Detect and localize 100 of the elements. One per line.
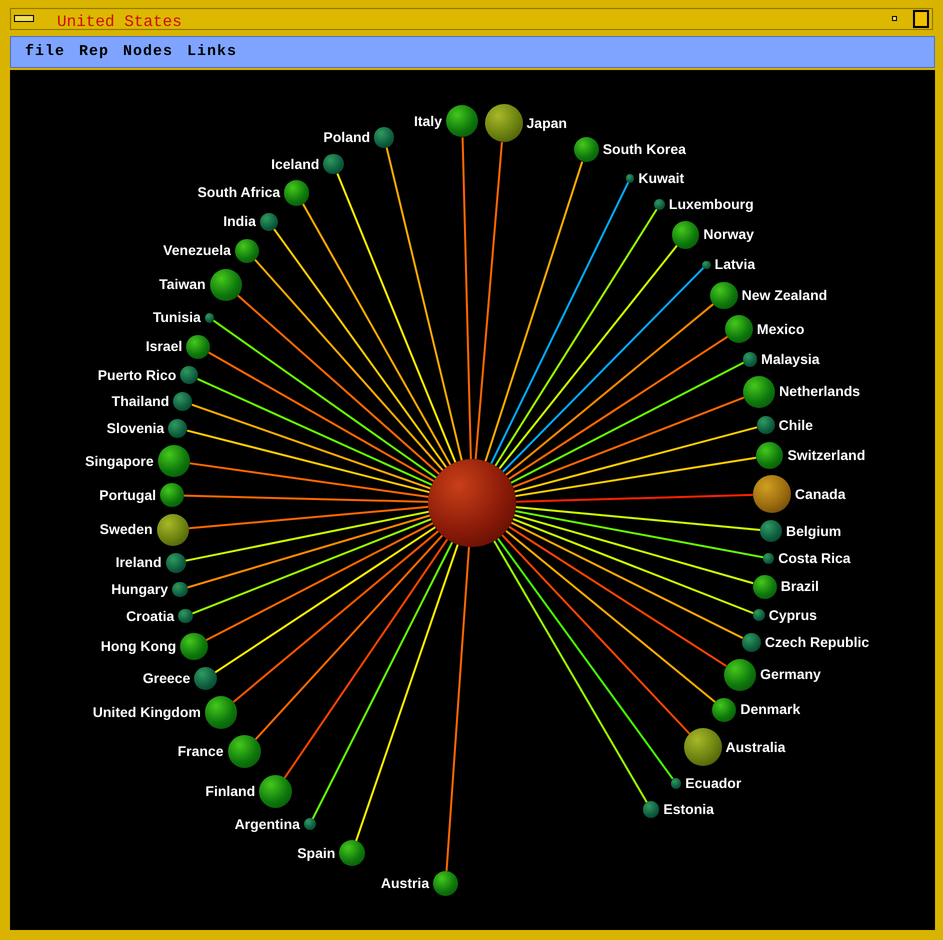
country-label: United Kingdom — [92, 704, 201, 721]
menu-item: Rep — [79, 42, 110, 62]
link-line — [355, 544, 459, 842]
link-line — [512, 396, 744, 488]
country-label: Argentina — [234, 816, 300, 833]
country-label: France — [178, 743, 224, 760]
link-line — [497, 538, 674, 780]
country-label: Hungary — [111, 581, 168, 598]
country-label: Venezuela — [163, 242, 231, 260]
country-label: Poland — [323, 129, 370, 146]
link-line — [508, 336, 728, 480]
link-line — [516, 506, 761, 532]
country-label: Croatia — [126, 608, 174, 625]
link-line — [186, 430, 430, 494]
link-line — [490, 182, 630, 464]
country-label: Australia — [726, 738, 786, 756]
country-label: Brazil — [780, 578, 819, 596]
country-label: Puerto Rico — [98, 366, 176, 384]
link-line — [214, 526, 436, 674]
country-label: Ecuador — [685, 774, 742, 792]
country-label: Iceland — [271, 156, 320, 173]
link-line — [192, 518, 432, 615]
country-label: Taiwan — [159, 276, 206, 294]
link-line — [187, 514, 430, 588]
menu-item: Nodes — [123, 42, 174, 62]
link-line — [498, 244, 678, 470]
country-label: Mexico — [756, 320, 804, 338]
link-line — [493, 540, 648, 803]
country-label: Sweden — [100, 521, 153, 538]
country-label: Costa Rica — [778, 550, 851, 567]
link-line — [254, 534, 444, 740]
country-label: Latvia — [714, 256, 756, 274]
link-line — [484, 161, 584, 462]
link-line — [494, 208, 658, 466]
link-line — [302, 203, 452, 466]
country-label: Germany — [760, 666, 821, 684]
link-line — [237, 294, 440, 475]
country-label: Canada — [794, 486, 846, 503]
country-label: Denmark — [740, 701, 800, 718]
link-line — [185, 510, 430, 562]
link-line — [254, 258, 444, 471]
link-line — [505, 530, 716, 703]
country-label: Netherlands — [779, 383, 860, 400]
link-line — [508, 526, 727, 667]
link-line — [510, 522, 744, 639]
link-line — [446, 546, 470, 872]
country-label: Tunisia — [152, 309, 201, 326]
country-label: Belgium — [786, 522, 842, 540]
country-label: Austria — [380, 875, 430, 892]
menu-item: file — [25, 42, 66, 62]
country-label: Finland — [205, 782, 256, 800]
link-line — [386, 147, 463, 460]
link-line — [502, 267, 704, 472]
link-line — [208, 352, 434, 482]
country-label: Hong Kong — [100, 638, 176, 655]
country-label: Malaysia — [761, 350, 820, 368]
country-label: Spain — [297, 844, 336, 862]
link-line — [516, 494, 753, 503]
country-label: New Zealand — [742, 286, 828, 304]
link-line — [184, 494, 428, 503]
link-line — [512, 518, 754, 614]
country-label: Japan — [526, 114, 567, 132]
link-line — [232, 530, 439, 703]
link-line — [336, 173, 456, 463]
country-label: Cyprus — [768, 606, 817, 624]
country-label: Thailand — [112, 392, 170, 410]
country-label: Kuwait — [638, 170, 684, 187]
country-label: Singapore — [85, 452, 154, 470]
link-line — [284, 538, 448, 779]
country-label: Greece — [142, 670, 190, 688]
country-label: Italy — [414, 112, 442, 130]
link-line — [462, 137, 472, 460]
link-line — [515, 510, 764, 558]
country-label: Chile — [778, 416, 813, 434]
country-label: Switzerland — [787, 447, 866, 464]
link-line — [192, 404, 431, 490]
country-label: Portugal — [99, 486, 156, 504]
link-line — [514, 426, 758, 493]
window-title: United States — [57, 12, 182, 33]
link-line — [505, 303, 714, 476]
link-line — [188, 506, 428, 530]
link-line — [312, 542, 454, 820]
country-label: Norway — [703, 226, 754, 244]
country-label: Luxembourg — [668, 196, 754, 214]
country-label: Estonia — [663, 801, 714, 818]
link-line — [273, 228, 448, 468]
link-line — [190, 462, 429, 498]
link-line — [501, 534, 690, 734]
country-label: India — [223, 213, 256, 230]
link-line — [514, 514, 754, 584]
link-line — [197, 378, 432, 486]
menu-item: Links — [187, 42, 238, 62]
country-label: Czech Republic — [764, 634, 870, 651]
country-label: South Korea — [602, 141, 686, 158]
country-label: Ireland — [116, 554, 162, 572]
country-label: Slovenia — [106, 420, 164, 437]
link-line — [212, 320, 437, 478]
country-label: Israel — [146, 338, 182, 356]
link-line — [206, 522, 434, 642]
link-line — [510, 362, 744, 484]
